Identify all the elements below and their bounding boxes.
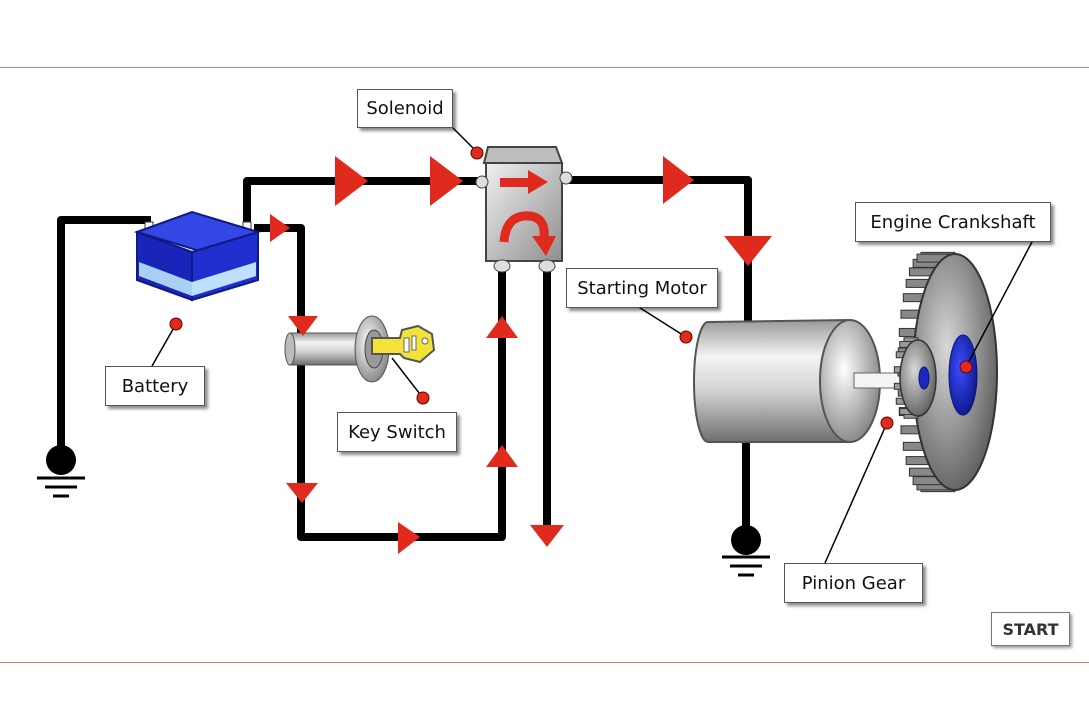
flow-arrow — [270, 214, 290, 242]
flow-arrow — [288, 316, 318, 336]
flow-arrow — [663, 156, 694, 204]
solenoid — [475, 146, 573, 273]
flow-arrow — [486, 445, 518, 467]
key-switch-return-wire — [297, 266, 506, 541]
flow-arrow — [286, 483, 318, 503]
battery-solenoid-wire — [243, 177, 488, 226]
label-starting-motor: Starting Motor — [566, 268, 718, 308]
label-solenoid: Solenoid — [357, 89, 453, 128]
leader-battery — [151, 323, 177, 367]
key-switch-feed-wire — [254, 224, 305, 349]
start-button[interactable]: START — [991, 612, 1070, 646]
leader-pinion-gear — [824, 422, 888, 564]
marker-dots — [169, 146, 973, 430]
battery — [133, 210, 262, 302]
flow-arrow — [430, 156, 463, 206]
ground-symbol-left — [37, 445, 85, 498]
marker-dot-battery[interactable] — [169, 317, 183, 331]
label-battery: Battery — [105, 366, 205, 406]
top-rule — [0, 67, 1089, 68]
battery-ground-wire — [57, 216, 151, 459]
pinion-gear — [893, 337, 937, 419]
solenoid-motor-wire — [562, 176, 752, 326]
marker-dot-engine-crankshaft[interactable] — [959, 360, 973, 374]
ground-symbol-right — [722, 525, 770, 577]
engine-crankshaft-gear — [897, 251, 998, 493]
marker-dot-starting-motor[interactable] — [679, 330, 693, 344]
bottom-rule — [0, 662, 1089, 663]
marker-dot-key-switch[interactable] — [416, 391, 430, 405]
label-engine-crankshaft: Engine Crankshaft — [855, 202, 1051, 242]
starting-motor — [693, 318, 905, 443]
flow-arrows — [270, 156, 772, 554]
key-switch — [284, 315, 436, 383]
label-key-switch: Key Switch — [337, 412, 457, 452]
flow-arrow — [335, 156, 368, 206]
leader-key-switch — [391, 357, 424, 399]
flow-arrow — [486, 316, 518, 338]
flow-arrow — [398, 522, 420, 554]
marker-dot-solenoid[interactable] — [470, 146, 484, 160]
flow-arrow — [724, 236, 772, 266]
marker-dot-pinion-gear[interactable] — [880, 416, 894, 430]
label-pinion-gear: Pinion Gear — [784, 563, 923, 603]
leader-engine-crankshaft — [965, 239, 1034, 368]
leader-starting-motor — [636, 305, 687, 338]
flow-arrow — [530, 525, 564, 547]
